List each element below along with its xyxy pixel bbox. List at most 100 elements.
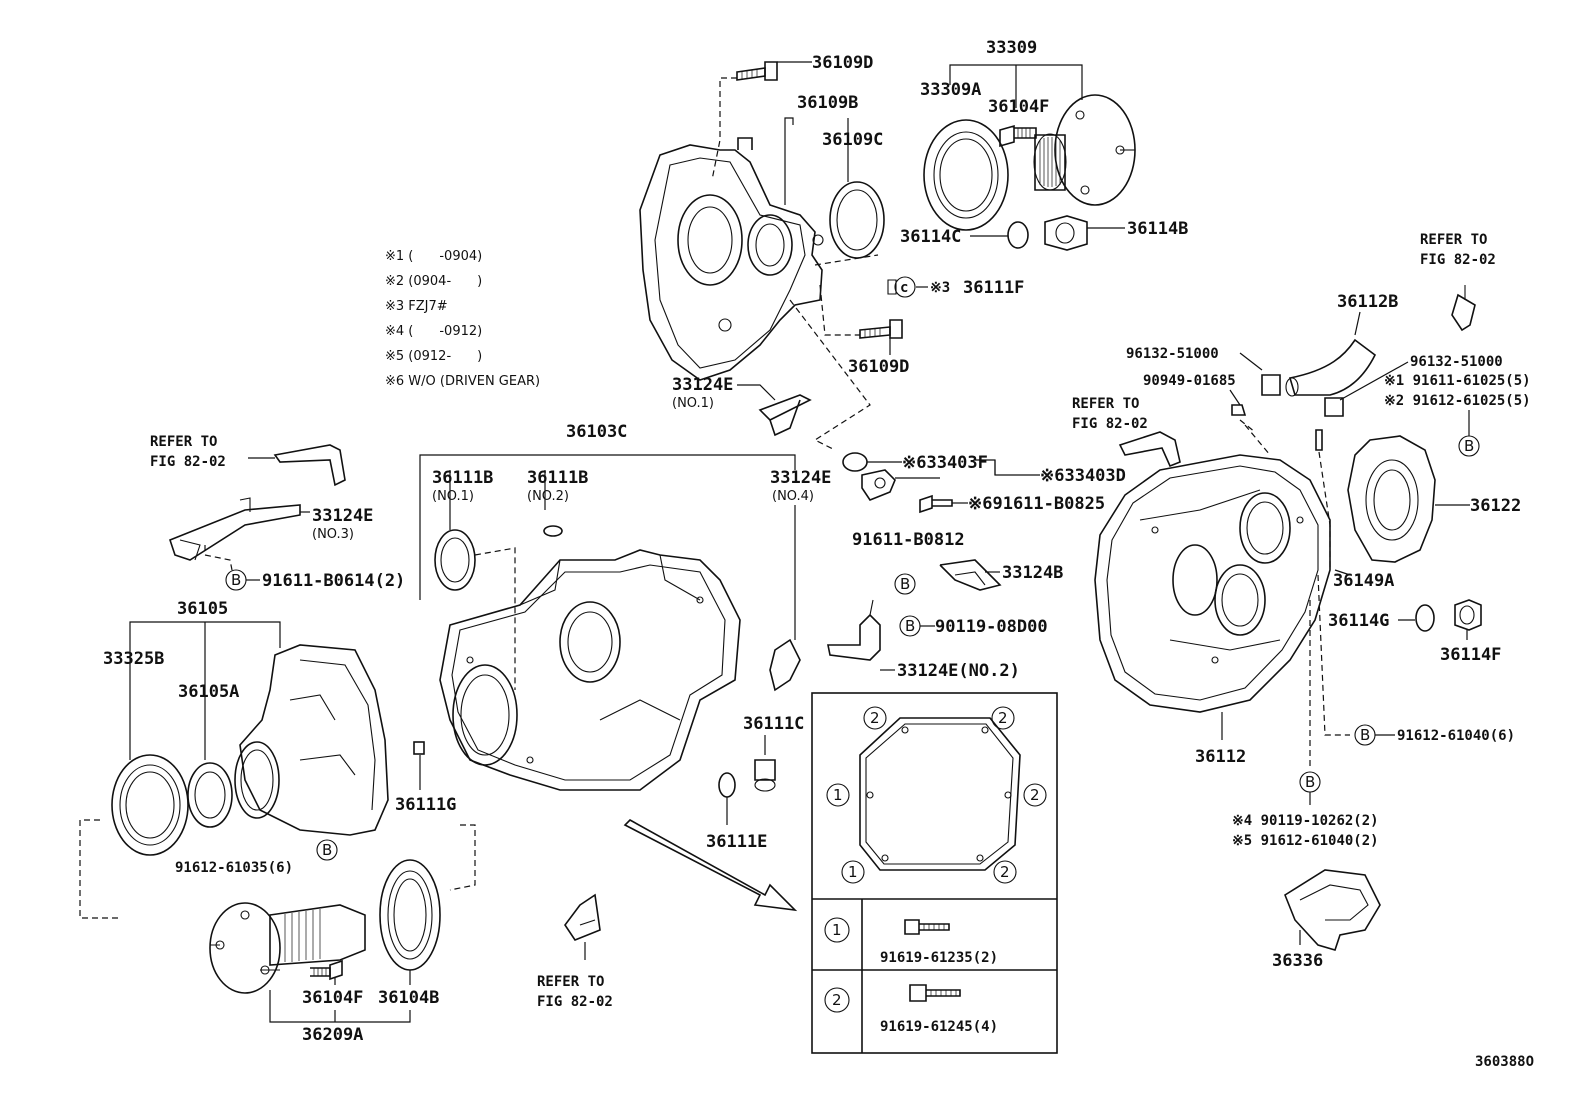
note-5: ※5 (0912- )	[385, 349, 482, 364]
label-33124e-no2: 33124E(NO.2)	[897, 661, 1020, 681]
bracket-33124b	[939, 559, 1002, 591]
seal-36111b-no1	[434, 529, 476, 591]
notes-block: ※1 ( -0904) ※2 (0904- ) ※3 FZJ7# ※4 ( -0…	[385, 249, 540, 389]
oring-33403f	[842, 452, 868, 472]
case-36112	[1094, 454, 1331, 713]
label-33403d: ※633403D	[1040, 466, 1126, 486]
pin-36111g	[413, 741, 425, 755]
dash-left-bottom	[79, 819, 120, 919]
note-1: ※1 ( -0904)	[385, 249, 482, 264]
gasket-marker-1a: 1	[833, 786, 843, 804]
leader-36149a	[1334, 569, 1351, 576]
sleeve-33403d	[861, 469, 896, 501]
seal-36109c	[829, 181, 885, 259]
label-90949-01685: 90949-01685	[1143, 373, 1236, 389]
label-36111f-note: ※3	[930, 280, 950, 296]
refer-label-bottom: REFER TO	[537, 974, 604, 990]
label-96132-l: 96132-51000	[1126, 346, 1219, 362]
leader-36109b	[784, 117, 794, 205]
bolt-91611-b0825	[919, 494, 953, 514]
bolt-36109d-mid	[819, 284, 903, 339]
marker-b-3-text: B	[231, 571, 241, 589]
dash-91612-61040-r	[1317, 574, 1350, 736]
label-91611-61025: ※1 91611-61025(5)	[1384, 373, 1531, 389]
label-36111b-no2-sub: (NO.2)	[527, 489, 569, 504]
figure-id: 360388O	[1475, 1054, 1534, 1070]
plug-36111b-no2	[543, 525, 563, 537]
bolt-36104f-bot	[310, 959, 343, 981]
label-33309a: 33309A	[920, 80, 981, 100]
label-33124e-no3-sub: (NO.3)	[312, 527, 354, 542]
label-36104f-bot: 36104F	[302, 988, 363, 1008]
label-36104b: 36104B	[378, 988, 439, 1008]
leader-96132-r	[1339, 361, 1409, 401]
bolt-table	[811, 692, 1058, 1054]
label-91611-b0825: ※691611-B0825	[968, 494, 1105, 514]
case-36103c	[439, 549, 741, 791]
bracket-refer-right-2	[1118, 431, 1181, 468]
clip-90949	[1231, 404, 1247, 416]
label-33403f: ※633403F	[902, 453, 988, 473]
bracket-36209a	[269, 990, 411, 1023]
seal-33325b	[111, 754, 189, 856]
label-36111c: 36111C	[743, 714, 804, 734]
protector-36336	[1284, 869, 1381, 951]
marker-b-1-text: B	[900, 575, 910, 593]
refer-label-right-2: REFER TO	[1072, 396, 1139, 412]
label-33124e-no4: 33124E	[770, 468, 831, 488]
seal-36104b	[379, 859, 441, 971]
plug-36111f: c	[814, 254, 916, 298]
flange-36209a	[209, 902, 366, 994]
clip-96132-r	[1324, 397, 1344, 417]
label-36112: 36112	[1195, 747, 1246, 767]
refer-label-left-1: REFER TO	[150, 434, 217, 450]
gasket-marker-2b: 2	[998, 709, 1008, 727]
label-33309: 33309	[986, 38, 1037, 58]
nut-36114b	[1044, 215, 1088, 251]
gasket-marker-1b: 1	[848, 863, 858, 881]
leader-33124e-no1	[737, 384, 776, 401]
leader-90949	[1229, 389, 1241, 406]
dash-line-ext	[789, 299, 871, 451]
label-91612-61035: 91612-61035(6)	[175, 860, 293, 876]
label-91612-61040-r: 91612-61040(6)	[1397, 728, 1515, 744]
bracket-33124e-no4	[769, 638, 801, 692]
bracket-33124e-no3	[169, 497, 301, 561]
marker-b-7-text: B	[1305, 773, 1315, 791]
dash-right-bottom	[449, 824, 476, 891]
nut-36114f	[1454, 599, 1482, 631]
marker-b-5-text: B	[1464, 437, 1474, 455]
dash-91611-b0614	[204, 545, 233, 571]
label-36111f: 36111F	[963, 278, 1024, 298]
label-36111e: 36111E	[706, 832, 767, 852]
gasket-marker-2a: 2	[870, 709, 880, 727]
label-36114c: 36114C	[900, 227, 961, 247]
clip-96132-l	[1261, 374, 1281, 396]
note-2: ※2 (0904- )	[385, 274, 482, 289]
gasket-marker-2d: 2	[1000, 863, 1010, 881]
label-36109c: 36109C	[822, 130, 883, 150]
pin-36149a	[1315, 429, 1331, 570]
label-36114g: 36114G	[1328, 611, 1389, 631]
dash-90949	[1239, 419, 1271, 456]
plug-c-mark: c	[900, 280, 908, 296]
label-36122: 36122	[1470, 496, 1521, 516]
marker-b-1	[894, 573, 916, 595]
bracket-33124e-no2	[827, 599, 881, 661]
table-row-marker-2: 2	[832, 991, 842, 1009]
label-91611-b0812: 91611-B0812	[852, 530, 965, 550]
label-33124e-no3: 33124E	[312, 506, 373, 526]
marker-b-4-text: B	[322, 841, 332, 859]
label-36109d-top: 36109D	[812, 53, 873, 73]
marker-b-2-text: B	[905, 617, 915, 635]
label-33124e-no1-sub: (NO.1)	[672, 396, 714, 411]
note-6: ※6 W/O (DRIVEN GEAR)	[385, 374, 540, 389]
note-3: ※3 FZJ7#	[385, 299, 448, 314]
label-36112b: 36112B	[1337, 292, 1398, 312]
label-91612-61025: ※2 91612-61025(5)	[1384, 393, 1531, 409]
label-33124e-no1: 33124E	[672, 375, 733, 395]
bracket-36103c	[419, 454, 796, 600]
seal-36105a	[187, 762, 233, 828]
label-36114b: 36114B	[1127, 219, 1188, 239]
